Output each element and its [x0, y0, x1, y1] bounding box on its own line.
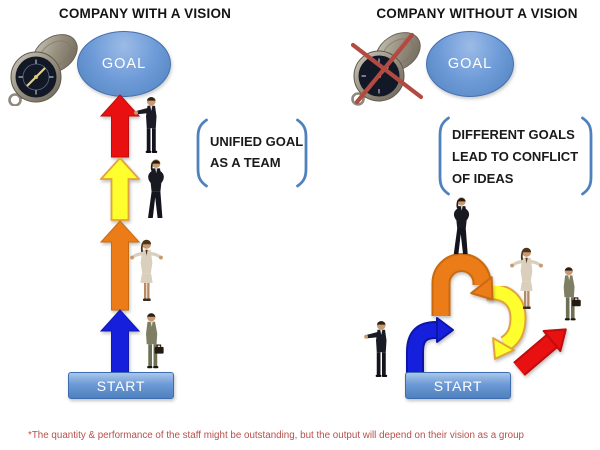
pointing-person-icon	[134, 96, 158, 153]
right-callout-line-3: OF IDEAS	[452, 171, 514, 186]
right-start-label: START	[433, 377, 483, 394]
right-goal-label: GOAL	[447, 56, 493, 72]
left-goal-shape: GOAL	[77, 31, 171, 97]
right-callout-text: DIFFERENT GOALS LEAD TO CONFLICT OF IDEA…	[452, 124, 578, 190]
left-panel-title: COMPANY WITH A VISION	[58, 6, 232, 21]
right-callout-line-2: LEAD TO CONFLICT	[452, 149, 579, 164]
open-bracket-icon	[438, 116, 450, 196]
right-start-shape: START	[405, 372, 511, 399]
arrow-up-yellow	[100, 157, 140, 221]
close-bracket-icon	[581, 116, 593, 196]
left-callout-line-1: UNIFIED GOAL	[210, 134, 304, 149]
open-bracket-icon	[196, 118, 208, 188]
briefcase-person-icon	[145, 312, 165, 369]
arrow-up-blue	[100, 309, 140, 373]
left-goal-label: GOAL	[101, 56, 147, 72]
pointing-person-icon	[364, 320, 388, 377]
red-cross-mark	[350, 32, 424, 105]
right-callout-line-1: DIFFERENT GOALS	[452, 127, 575, 142]
compass-crossed-out-icon	[350, 32, 424, 106]
hands-on-hips-person-icon	[148, 159, 164, 218]
arrow-diagonal-red	[513, 328, 567, 376]
right-goal-shape: GOAL	[426, 31, 514, 97]
right-panel-title: COMPANY WITHOUT A VISION	[376, 6, 578, 21]
arrow-elbow-right-blue	[406, 317, 454, 378]
left-start-shape: START	[68, 372, 174, 399]
right-callout: DIFFERENT GOALS LEAD TO CONFLICT OF IDEA…	[437, 116, 594, 198]
arrow-curve-down-yellow	[485, 286, 527, 360]
arrow-uturn-orange	[431, 253, 494, 316]
hands-on-hips-person-icon	[453, 197, 470, 255]
left-callout-text: UNIFIED GOAL AS A TEAM	[210, 131, 303, 173]
left-callout-line-2: AS A TEAM	[210, 155, 281, 170]
shrugging-person-icon	[510, 247, 543, 310]
left-start-label: START	[96, 377, 146, 394]
footnote: *The quantity & performance of the staff…	[28, 430, 524, 441]
shrugging-person-icon	[130, 239, 163, 302]
compass-icon	[8, 34, 78, 106]
left-callout: UNIFIED GOAL AS A TEAM	[195, 118, 309, 188]
briefcase-person-icon	[563, 266, 582, 321]
close-bracket-icon	[296, 118, 308, 188]
